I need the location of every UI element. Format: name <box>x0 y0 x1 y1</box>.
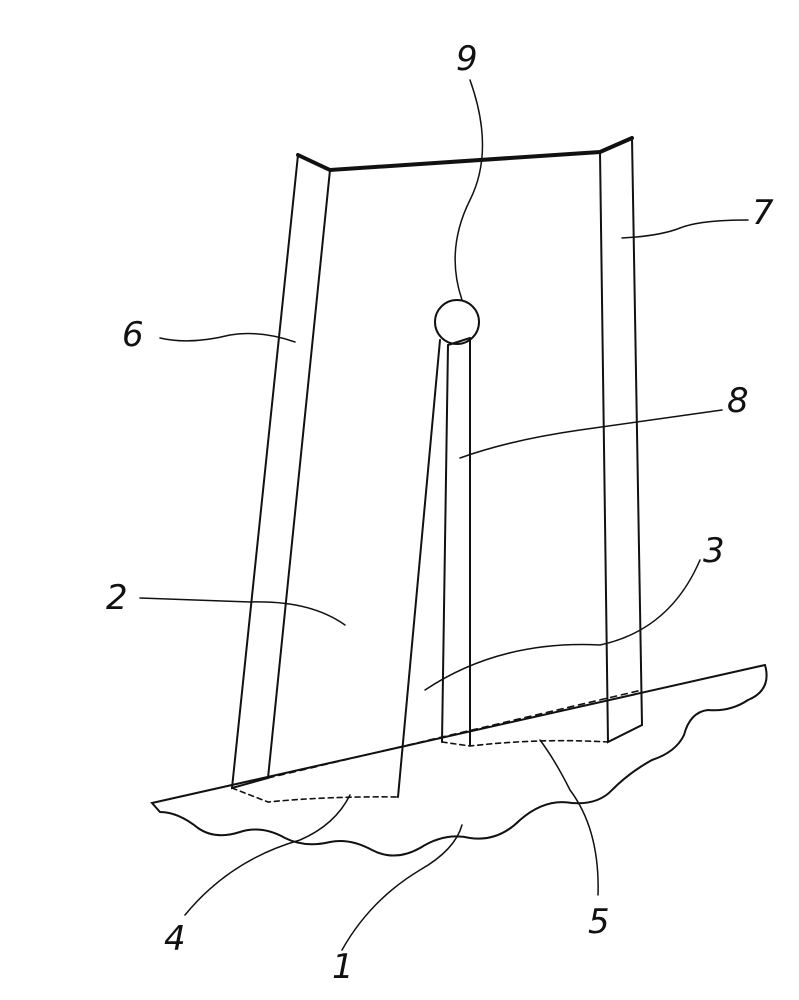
label-base: 1 <box>332 947 354 987</box>
label-foot-right: 5 <box>588 902 610 942</box>
foot-left-outline <box>231 787 399 803</box>
label-foot-left: 4 <box>164 919 186 959</box>
leader-3 <box>424 559 701 691</box>
leader-6 <box>159 332 296 343</box>
leader-2 <box>139 597 346 626</box>
leader-9 <box>454 79 484 301</box>
base-surface <box>150 663 768 857</box>
label-ball: 9 <box>456 39 478 79</box>
ball <box>434 299 480 345</box>
post <box>441 337 471 746</box>
label-edge-right: 7 <box>752 193 774 233</box>
leader-4 <box>184 794 351 916</box>
label-post: 8 <box>727 381 749 421</box>
panel-left-edge <box>397 339 441 798</box>
label-panel-left: 2 <box>106 578 128 618</box>
label-panel-right: 3 <box>703 531 725 571</box>
leader-1 <box>341 824 463 951</box>
label-edge-left: 6 <box>122 315 144 355</box>
leader-7 <box>621 219 749 239</box>
top-edge <box>296 136 634 173</box>
leader-5 <box>539 739 599 896</box>
edge-right <box>599 137 644 744</box>
leader-8 <box>459 409 723 459</box>
edge-left <box>230 154 331 790</box>
hidden-edge <box>267 689 643 779</box>
foot-right-outline <box>441 724 643 747</box>
